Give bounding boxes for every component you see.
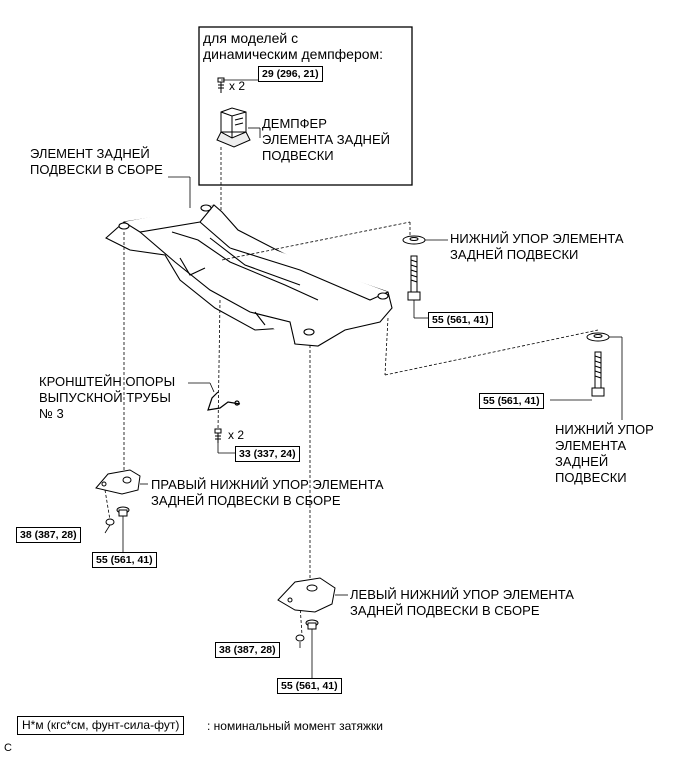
legend-description: : номинальный момент затяжки [207, 719, 383, 733]
lower-stopper-2-label: НИЖНИЙ УПОР ЭЛЕМЕНТА ЗАДНЕЙ ПОДВЕСКИ [555, 422, 654, 485]
damper-icon [216, 107, 251, 148]
left-stopper-assy-icon [277, 577, 336, 642]
figure-code: C [4, 742, 12, 754]
member-assy-label: ЭЛЕМЕНТ ЗАДНЕЙ ПОДВЕСКИ В СБОРЕ [30, 146, 163, 177]
torque-bracket-bolt: 33 (337, 24) [235, 446, 300, 462]
bracket-bolt-icon [214, 428, 222, 443]
inset-qty: x 2 [229, 79, 246, 93]
inset-torque-box: 29 (296, 21) [258, 66, 323, 82]
bracket-qty: x 2 [228, 428, 245, 442]
damper-label: ДЕМПФЕР ЭЛЕМЕНТА ЗАДНЕЙ ПОДВЕСКИ [262, 116, 390, 163]
lower-stopper-1-icon [402, 235, 426, 301]
right-stopper-assy-icon [95, 469, 141, 526]
inset-title: для моделей с динамическим демпфером: [203, 30, 384, 62]
inset-frame [198, 26, 413, 186]
exhaust-bracket-label: КРОНШТЕЙН ОПОРЫ ВЫПУСКНОЙ ТРУБЫ № 3 [39, 374, 176, 421]
lower-stopper-1-label: НИЖНИЙ УПОР ЭЛЕМЕНТА ЗАДНЕЙ ПОДВЕСКИ [450, 231, 624, 262]
torque-right-nut-large: 55 (561, 41) [92, 552, 157, 568]
torque-right-nut-small: 38 (387, 28) [16, 527, 81, 543]
legend-unit-box: Н*м (кгс*см, фунт-сила-фут) [17, 716, 185, 735]
torque-stopper-bolt-2: 55 (561, 41) [479, 393, 544, 409]
lower-stopper-2-icon [586, 332, 610, 397]
torque-left-nut-small: 38 (387, 28) [215, 642, 280, 658]
right-stopper-assy-label: ПРАВЫЙ НИЖНИЙ УПОР ЭЛЕМЕНТА ЗАДНЕЙ ПОДВЕ… [151, 477, 384, 508]
torque-stopper-bolt-1: 55 (561, 41) [428, 312, 493, 328]
left-stopper-assy-label: ЛЕВЫЙ НИЖНИЙ УПОР ЭЛЕМЕНТА ЗАДНЕЙ ПОДВЕС… [350, 587, 574, 618]
suspension-member-icon [105, 204, 393, 347]
exhaust-bracket-icon [207, 391, 241, 411]
torque-left-nut-large: 55 (561, 41) [277, 678, 342, 694]
